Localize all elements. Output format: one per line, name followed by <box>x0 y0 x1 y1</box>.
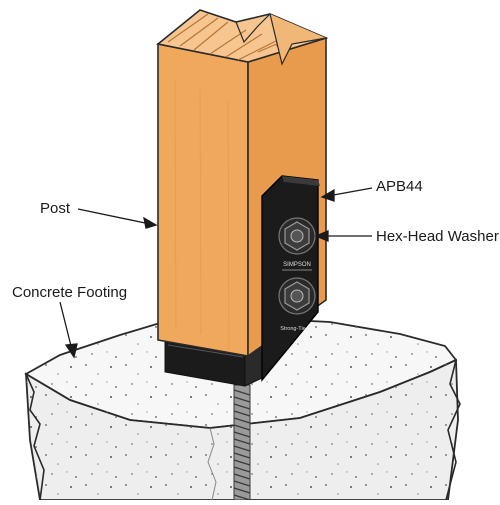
hex-head-washer-lower <box>278 277 316 315</box>
apb44-leader <box>327 187 373 197</box>
apb44-label: APB44 <box>376 178 423 195</box>
post-label: Post <box>40 200 71 217</box>
hex-head-washer-label: Hex-Head Washer <box>376 228 499 245</box>
leader-lines <box>59 187 373 359</box>
footing-crack <box>207 427 217 501</box>
footing-right-fracture <box>445 359 461 501</box>
bracket-stamp-lower: Strong-Tie <box>280 326 305 332</box>
apb44-bracket-plate: SIMPSON Strong-Tie <box>261 175 320 382</box>
post-front-face <box>157 43 249 357</box>
post-leader <box>77 208 151 225</box>
footing-leader <box>59 301 73 351</box>
footing-left-fracture <box>25 373 45 501</box>
concrete-footing-label: Concrete Footing <box>12 284 128 301</box>
hex-head-washer-upper <box>278 217 316 255</box>
bracket-stamp-upper: SIMPSON <box>283 262 311 268</box>
anchor-rod <box>233 384 251 501</box>
